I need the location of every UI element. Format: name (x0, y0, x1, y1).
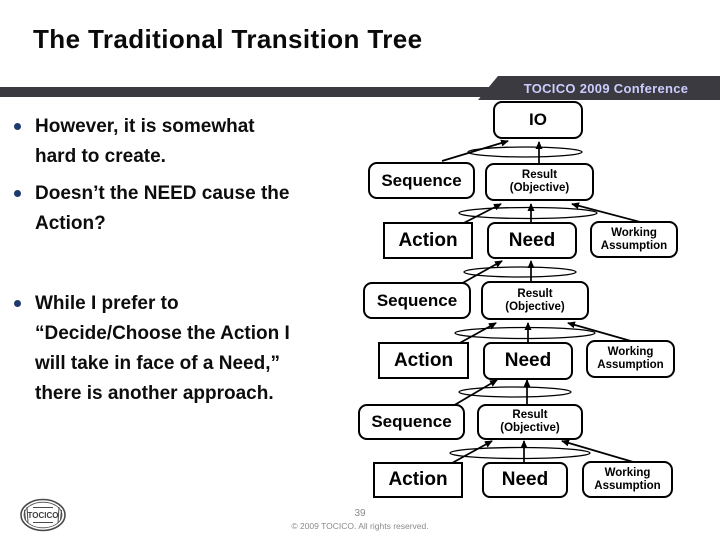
assumption-label-line1: Working (604, 466, 651, 479)
diagram-box-sequence-3: Sequence (358, 404, 465, 440)
bullet-item-3: While I prefer to “Decide/Choose the Act… (14, 289, 290, 409)
and-connector-ellipse (449, 446, 591, 460)
bullet-line: Action? (35, 213, 106, 234)
assumption-label-line1: Working (607, 346, 654, 358)
diagram-box-action-2: Action (378, 342, 469, 379)
result-label-line2: (Objective) (500, 422, 560, 434)
assumption-label-line1: Working (611, 226, 657, 239)
assumption-label-line2: Assumption (600, 239, 668, 252)
result-label-line1: Result (521, 169, 558, 181)
conference-badge: TOCICO 2009 Conference (478, 76, 720, 100)
and-connector-ellipse (458, 206, 598, 220)
bullet-line: there is another approach. (35, 383, 274, 404)
diagram-box-sequence-1: Sequence (368, 162, 475, 199)
diagram-box-result-3: Result (Objective) (477, 404, 583, 440)
diagram-box-need-2: Need (483, 342, 573, 380)
bullet-item-2: Doesn’t the NEED cause the Action? (14, 179, 289, 239)
bullet-item-1: However, it is somewhat hard to create. (14, 112, 255, 172)
bullet-line: “Decide/Choose the Action I (35, 323, 290, 344)
and-connector-ellipse (463, 266, 577, 278)
bullet-line: will take in face of a Need,” (35, 353, 280, 374)
assumption-label-line2: Assumption (594, 479, 661, 492)
logo-text: TOCICO (28, 511, 59, 520)
logo-hatching (24, 506, 62, 524)
diagram-box-io: IO (493, 101, 583, 139)
bullet-line: While I prefer to (35, 293, 179, 314)
diagram-box-need-1: Need (487, 222, 577, 259)
bullet-dot-icon (14, 300, 21, 307)
diagram-box-working-assumption-3: Working Assumption (582, 461, 673, 498)
copyright-notice: © 2009 TOCICO. All rights reserved. (291, 521, 429, 531)
diagram-box-working-assumption-1: Working Assumption (590, 221, 678, 258)
bullet-dot-icon (14, 190, 21, 197)
and-connector-ellipse (467, 146, 583, 158)
page-title: The Traditional Transition Tree (33, 24, 423, 54)
bullet-text: While I prefer to “Decide/Choose the Act… (35, 289, 290, 409)
bullet-line: Doesn’t the NEED cause the (35, 183, 290, 204)
result-label-line1: Result (517, 287, 553, 300)
and-connector-ellipse (454, 326, 596, 340)
bullet-dot-icon (14, 123, 21, 130)
bullet-line: hard to create. (35, 146, 166, 167)
arrow-sequence1-to-io (441, 139, 509, 162)
diagram-box-sequence-2: Sequence (363, 282, 471, 319)
bullet-text: Doesn’t the NEED cause the Action? (35, 179, 289, 239)
diagram-box-result-1: Result (Objective) (485, 163, 594, 201)
page-number: 39 (354, 508, 366, 519)
conference-badge-label: TOCICO 2009 Conference (523, 80, 689, 96)
diagram-box-need-3: Need (482, 462, 568, 498)
header-rule-bar (0, 87, 720, 97)
result-label-line1: Result (512, 409, 548, 421)
tocico-logo: TOCICO (20, 498, 66, 532)
diagram-box-action-3: Action (373, 462, 463, 498)
bullet-line: However, it is somewhat (35, 116, 255, 137)
result-label-line2: (Objective) (505, 300, 565, 313)
diagram-box-action-1: Action (383, 222, 473, 259)
and-connector-ellipse (458, 386, 572, 398)
result-label-line2: (Objective) (509, 182, 570, 194)
bullet-text: However, it is somewhat hard to create. (35, 112, 255, 172)
diagram-box-working-assumption-2: Working Assumption (586, 340, 675, 378)
diagram-box-result-2: Result (Objective) (481, 281, 589, 320)
assumption-label-line2: Assumption (597, 359, 664, 371)
